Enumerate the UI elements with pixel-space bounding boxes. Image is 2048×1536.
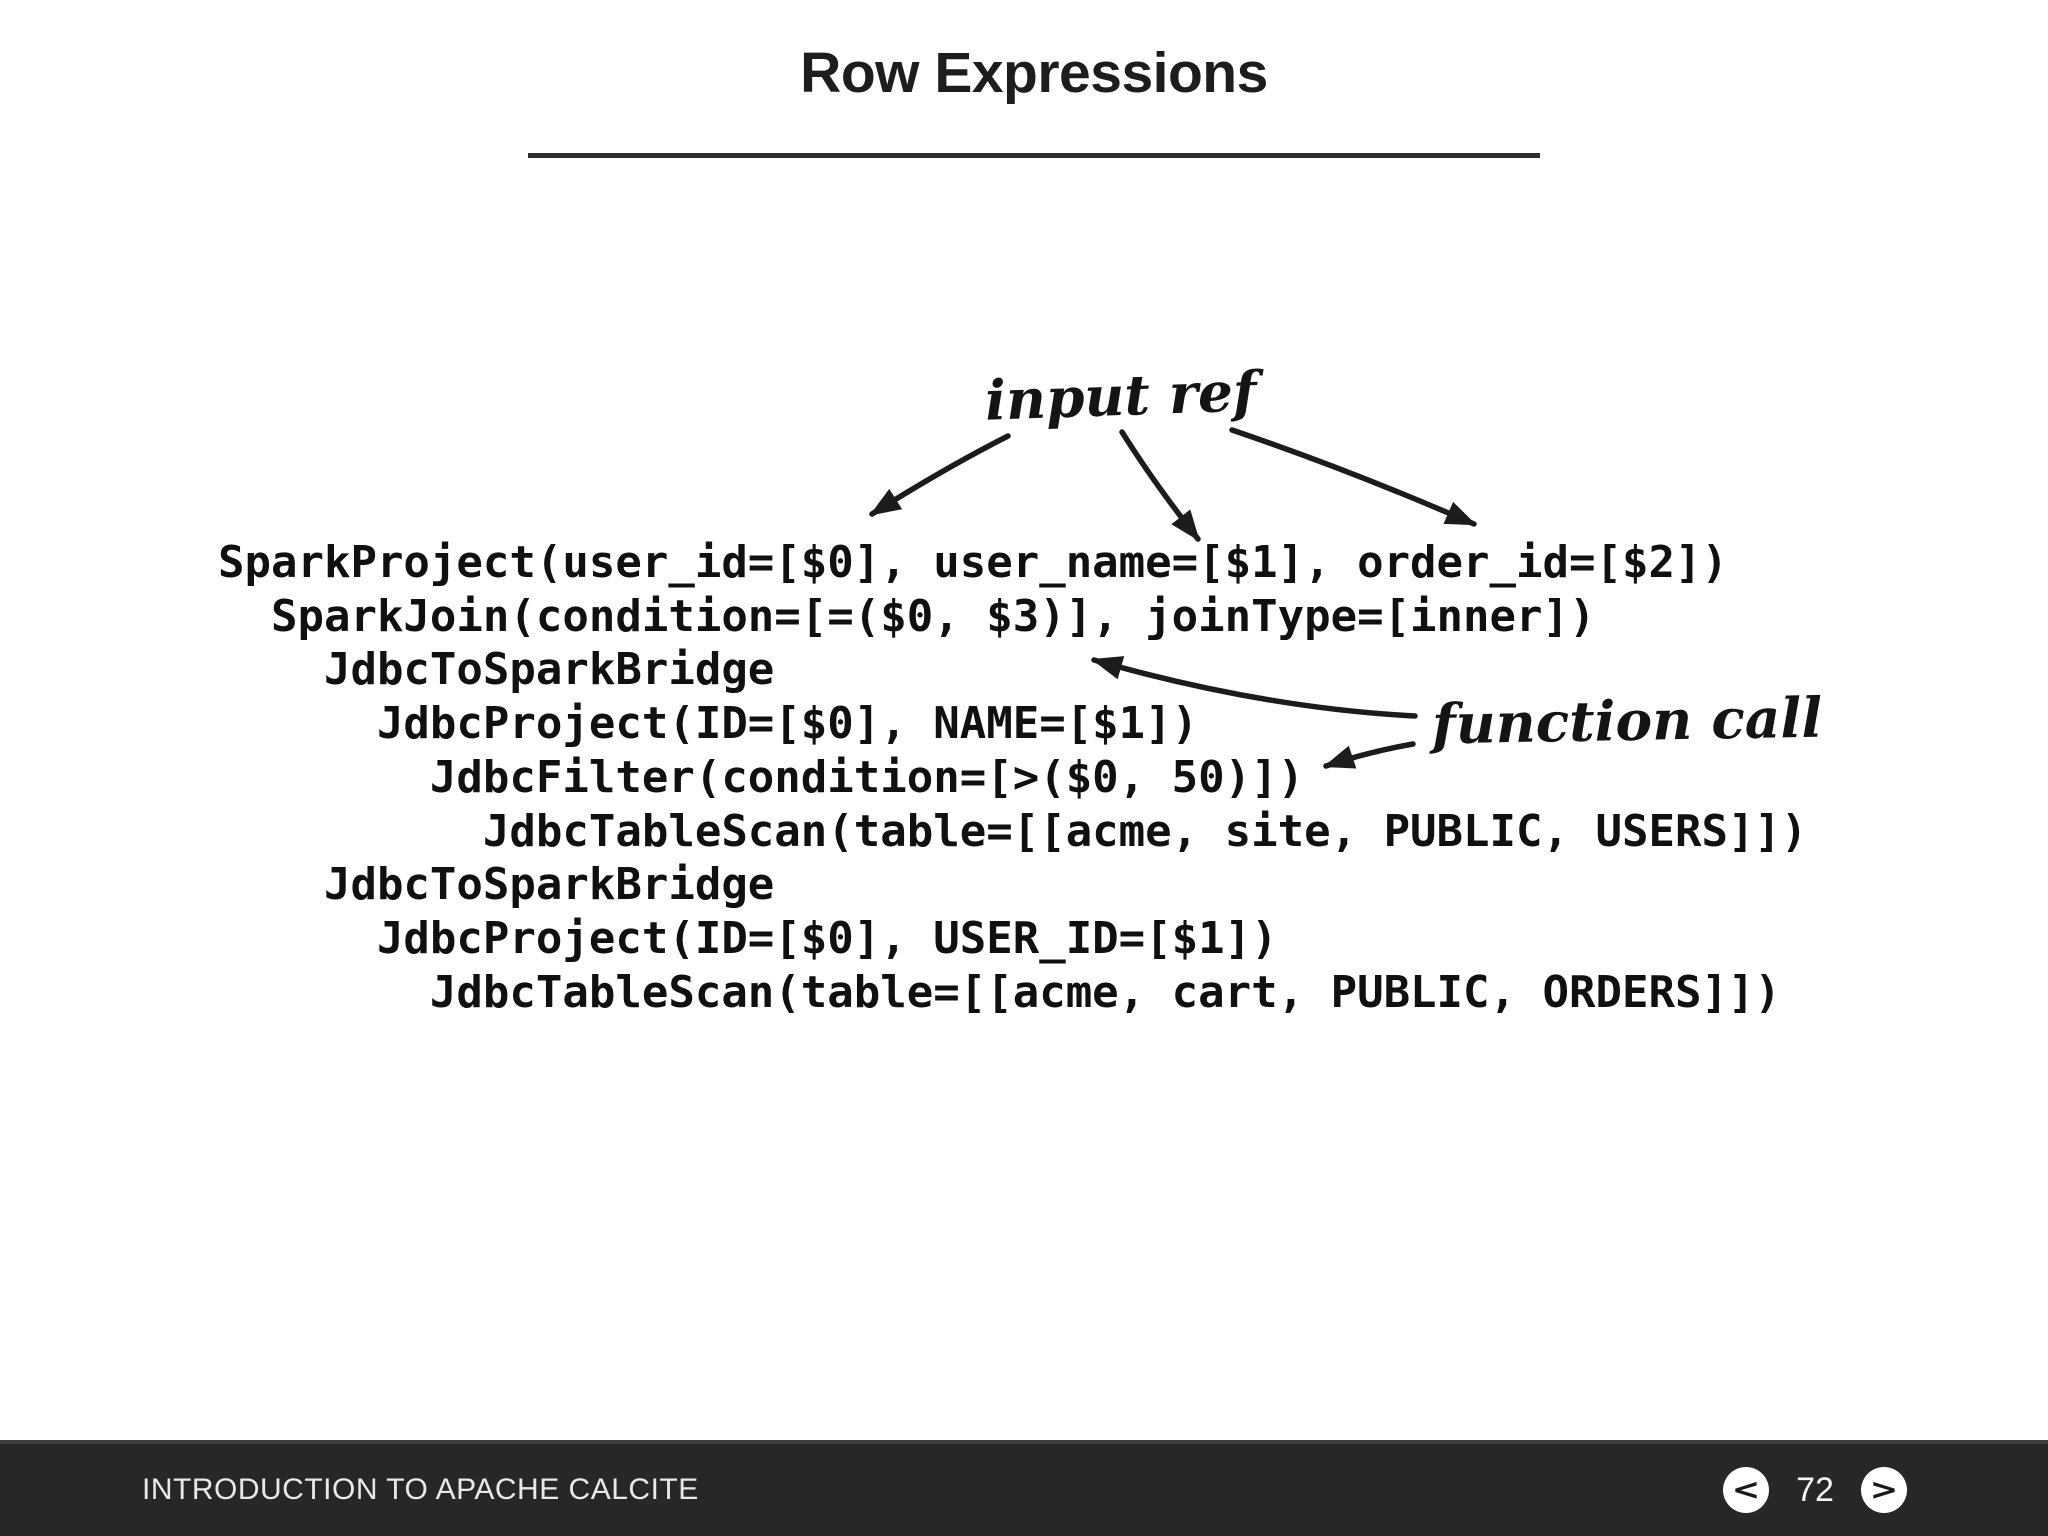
- input-ref-arrow-right: [1229, 427, 1477, 527]
- chevron-right-icon: >: [1869, 1473, 1899, 1507]
- pager: < 72 >: [1723, 1467, 1907, 1513]
- next-button[interactable]: >: [1861, 1467, 1907, 1513]
- code-block: SparkProject(user_id=[$0], user_name=[$1…: [218, 537, 1808, 1018]
- page-number: 72: [1796, 1470, 1834, 1509]
- title-underline: [528, 153, 1540, 158]
- chevron-left-icon: <: [1731, 1473, 1761, 1507]
- footer-title: INTRODUCTION TO APACHE CALCITE: [142, 1473, 699, 1506]
- prev-button[interactable]: <: [1723, 1467, 1769, 1513]
- footer: INTRODUCTION TO APACHE CALCITE < 72 >: [0, 1440, 2048, 1536]
- input-ref-arrow-left: [869, 433, 1011, 517]
- input-ref-arrow-middle: [1119, 429, 1201, 542]
- page-title: Row Expressions: [800, 41, 1268, 105]
- title-wrap: Row Expressions: [528, 40, 1540, 106]
- annotation-input-ref: input ref: [983, 358, 1258, 433]
